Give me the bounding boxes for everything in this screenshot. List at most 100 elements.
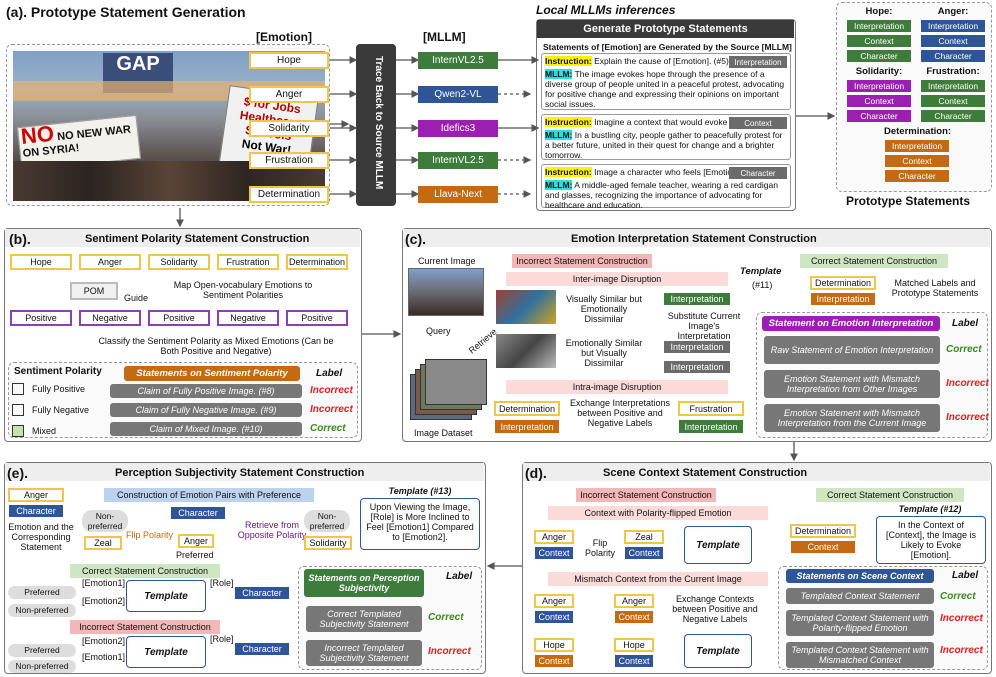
b-polarity-box: Negative <box>79 310 141 326</box>
c-label-header: Label <box>952 318 979 329</box>
d-anger-2: Anger <box>534 594 574 608</box>
e-role-slot: [Role] <box>210 634 234 644</box>
sp-option[interactable]: Mixed <box>12 425 56 437</box>
d-context-3: Context <box>534 610 574 624</box>
e-emotion-slot: [Emotion2] <box>82 636 126 646</box>
c-exchange: Exchange Interpretations between Positiv… <box>569 398 671 428</box>
section-d-title: (d). <box>525 465 547 481</box>
b-emotion-box: Frustration <box>217 254 279 270</box>
e-incorrect-title: Incorrect Statement Construction <box>70 620 220 634</box>
section-e-title: (e). <box>7 465 28 481</box>
proto-chip: Interpretation <box>846 79 912 93</box>
e-non-pref-2: Non-preferred <box>304 510 350 532</box>
instruction-text: Image a character who feels [Emotion]. (… <box>594 167 760 177</box>
c-interp-chip-2: Interpretation <box>663 340 731 354</box>
block-tag: Character <box>729 167 787 179</box>
response-line: MLLM: The image evokes hope through the … <box>545 69 787 109</box>
e-row-label: Preferred <box>8 644 76 657</box>
c-similar-image-1 <box>496 290 556 324</box>
mllm-box: InternVL2.5 <box>418 152 498 169</box>
mllm-header: [MLLM] <box>423 30 466 44</box>
sp-option-label: Mixed <box>32 426 57 436</box>
emotion-box-a: Hope <box>249 52 329 69</box>
c-inter-bar: Inter-image Disruption <box>506 272 728 286</box>
response-text: In a bustling city, people gather to pea… <box>545 130 783 160</box>
d-statement: Templated Context Statement with Mismatc… <box>786 642 934 668</box>
e-row-label: Non-preferred <box>8 660 76 673</box>
checkbox-icon[interactable] <box>12 383 24 395</box>
instruction-block: Context Instruction: Imagine a context t… <box>541 114 791 160</box>
instruction-line: Instruction: Explain the cause of [Emoti… <box>545 56 787 66</box>
e-statement: Incorrect Templated Subjectivity Stateme… <box>306 640 422 666</box>
c-interp-chip: Interpretation <box>663 292 731 306</box>
d-context-correct: Context <box>790 540 856 554</box>
section-b-header <box>5 229 360 247</box>
instruction-text: Explain the cause of [Emotion]. (#5) <box>594 56 729 66</box>
d-template-2: Template <box>684 634 752 668</box>
mllm-box: Qwen2-VL <box>418 86 498 103</box>
d-context-4: Context <box>534 654 574 668</box>
proto-chip: Interpretation <box>920 19 986 33</box>
e-template-text: Upon Viewing the Image, [Role] is More I… <box>360 498 480 550</box>
d-anger-3: Anger <box>614 594 654 608</box>
b-polarity-box: Negative <box>217 310 279 326</box>
b-statement-label: Correct <box>310 423 346 434</box>
d-statement-label: Incorrect <box>940 645 983 656</box>
c-emo-sim: Emotionally Similar but Visually Dissimi… <box>565 338 643 368</box>
pom-box: POM <box>70 282 118 300</box>
section-c-header <box>403 229 990 247</box>
d-template-num: Template (#12) <box>898 504 962 514</box>
block-tag: Interpretation <box>729 56 787 68</box>
b-emotion-box: Determination <box>286 254 348 270</box>
response-line: MLLM: In a bustling city, people gather … <box>545 130 787 160</box>
sp-option[interactable]: Fully Positive <box>12 383 85 395</box>
response-text: The image evokes hope through the presen… <box>545 69 785 109</box>
c-interp-correct: Interpretation <box>810 292 876 306</box>
proto-group-name: Hope: <box>865 6 893 17</box>
c-det-correct: Determination <box>810 276 876 290</box>
b-statement-label: Incorrect <box>310 385 353 396</box>
guide-label: Guide <box>124 293 149 303</box>
c-current-image <box>408 268 484 316</box>
e-row-label: Preferred <box>8 586 76 599</box>
emotion-box-a: Solidarity <box>249 120 329 137</box>
e-pairs-title: Construction of Emotion Pairs with Prefe… <box>104 488 314 502</box>
d-correct-title: Correct Statement Construction <box>816 488 964 502</box>
mllm-label: MLLM: <box>545 69 573 79</box>
b-statement-label: Incorrect <box>310 404 353 415</box>
d-context-6: Context <box>614 654 654 668</box>
proto-chip: Character <box>920 109 986 123</box>
c-template-label: Template <box>740 266 782 277</box>
c-interp-green: Interpretation <box>678 419 744 434</box>
c-vis-sim: Visually Similar but Emotionally Dissimi… <box>566 294 642 324</box>
sp-title: Sentiment Polarity <box>14 366 102 377</box>
d-template-text: In the Context of [Context], the Image i… <box>876 516 986 564</box>
checkbox-icon[interactable] <box>12 404 24 416</box>
e-preferred-label: Preferred <box>176 550 214 560</box>
d-determination: Determination <box>790 524 856 538</box>
section-e-heading: Perception Subjectivity Statement Constr… <box>115 467 365 479</box>
e-emotion-slot: [Emotion1] <box>82 578 126 588</box>
c-dataset-label: Image Dataset <box>414 428 473 438</box>
sp-option[interactable]: Fully Negative <box>12 404 89 416</box>
c-statement-label: Correct <box>946 344 982 355</box>
proto-chip: Interpretation <box>884 139 950 153</box>
section-a-title: (a). Prototype Statement Generation <box>6 4 246 20</box>
d-hope-1: Hope <box>534 638 574 652</box>
proto-chip: Interpretation <box>846 19 912 33</box>
d-mismatch: Mismatch Context from the Current Image <box>548 572 768 586</box>
e-emotion-slot: [Emotion2] <box>82 596 126 606</box>
e-statement-label: Correct <box>428 612 464 623</box>
d-anger-1: Anger <box>534 530 574 544</box>
c-correct-title: Correct Statement Construction <box>800 254 948 268</box>
section-b-heading: Sentiment Polarity Statement Constructio… <box>85 233 310 245</box>
e-non-pref-1: Non-preferred <box>82 510 128 532</box>
section-c-title: (c). <box>405 231 426 247</box>
b-polarity-box: Positive <box>10 310 72 326</box>
checkbox-icon[interactable] <box>12 425 24 437</box>
b-polarity-box: Positive <box>148 310 210 326</box>
trace-back-bar: Trace Back to Source MLLM <box>356 44 396 206</box>
b-emotion-box: Solidarity <box>148 254 210 270</box>
dataset-image <box>425 359 487 405</box>
